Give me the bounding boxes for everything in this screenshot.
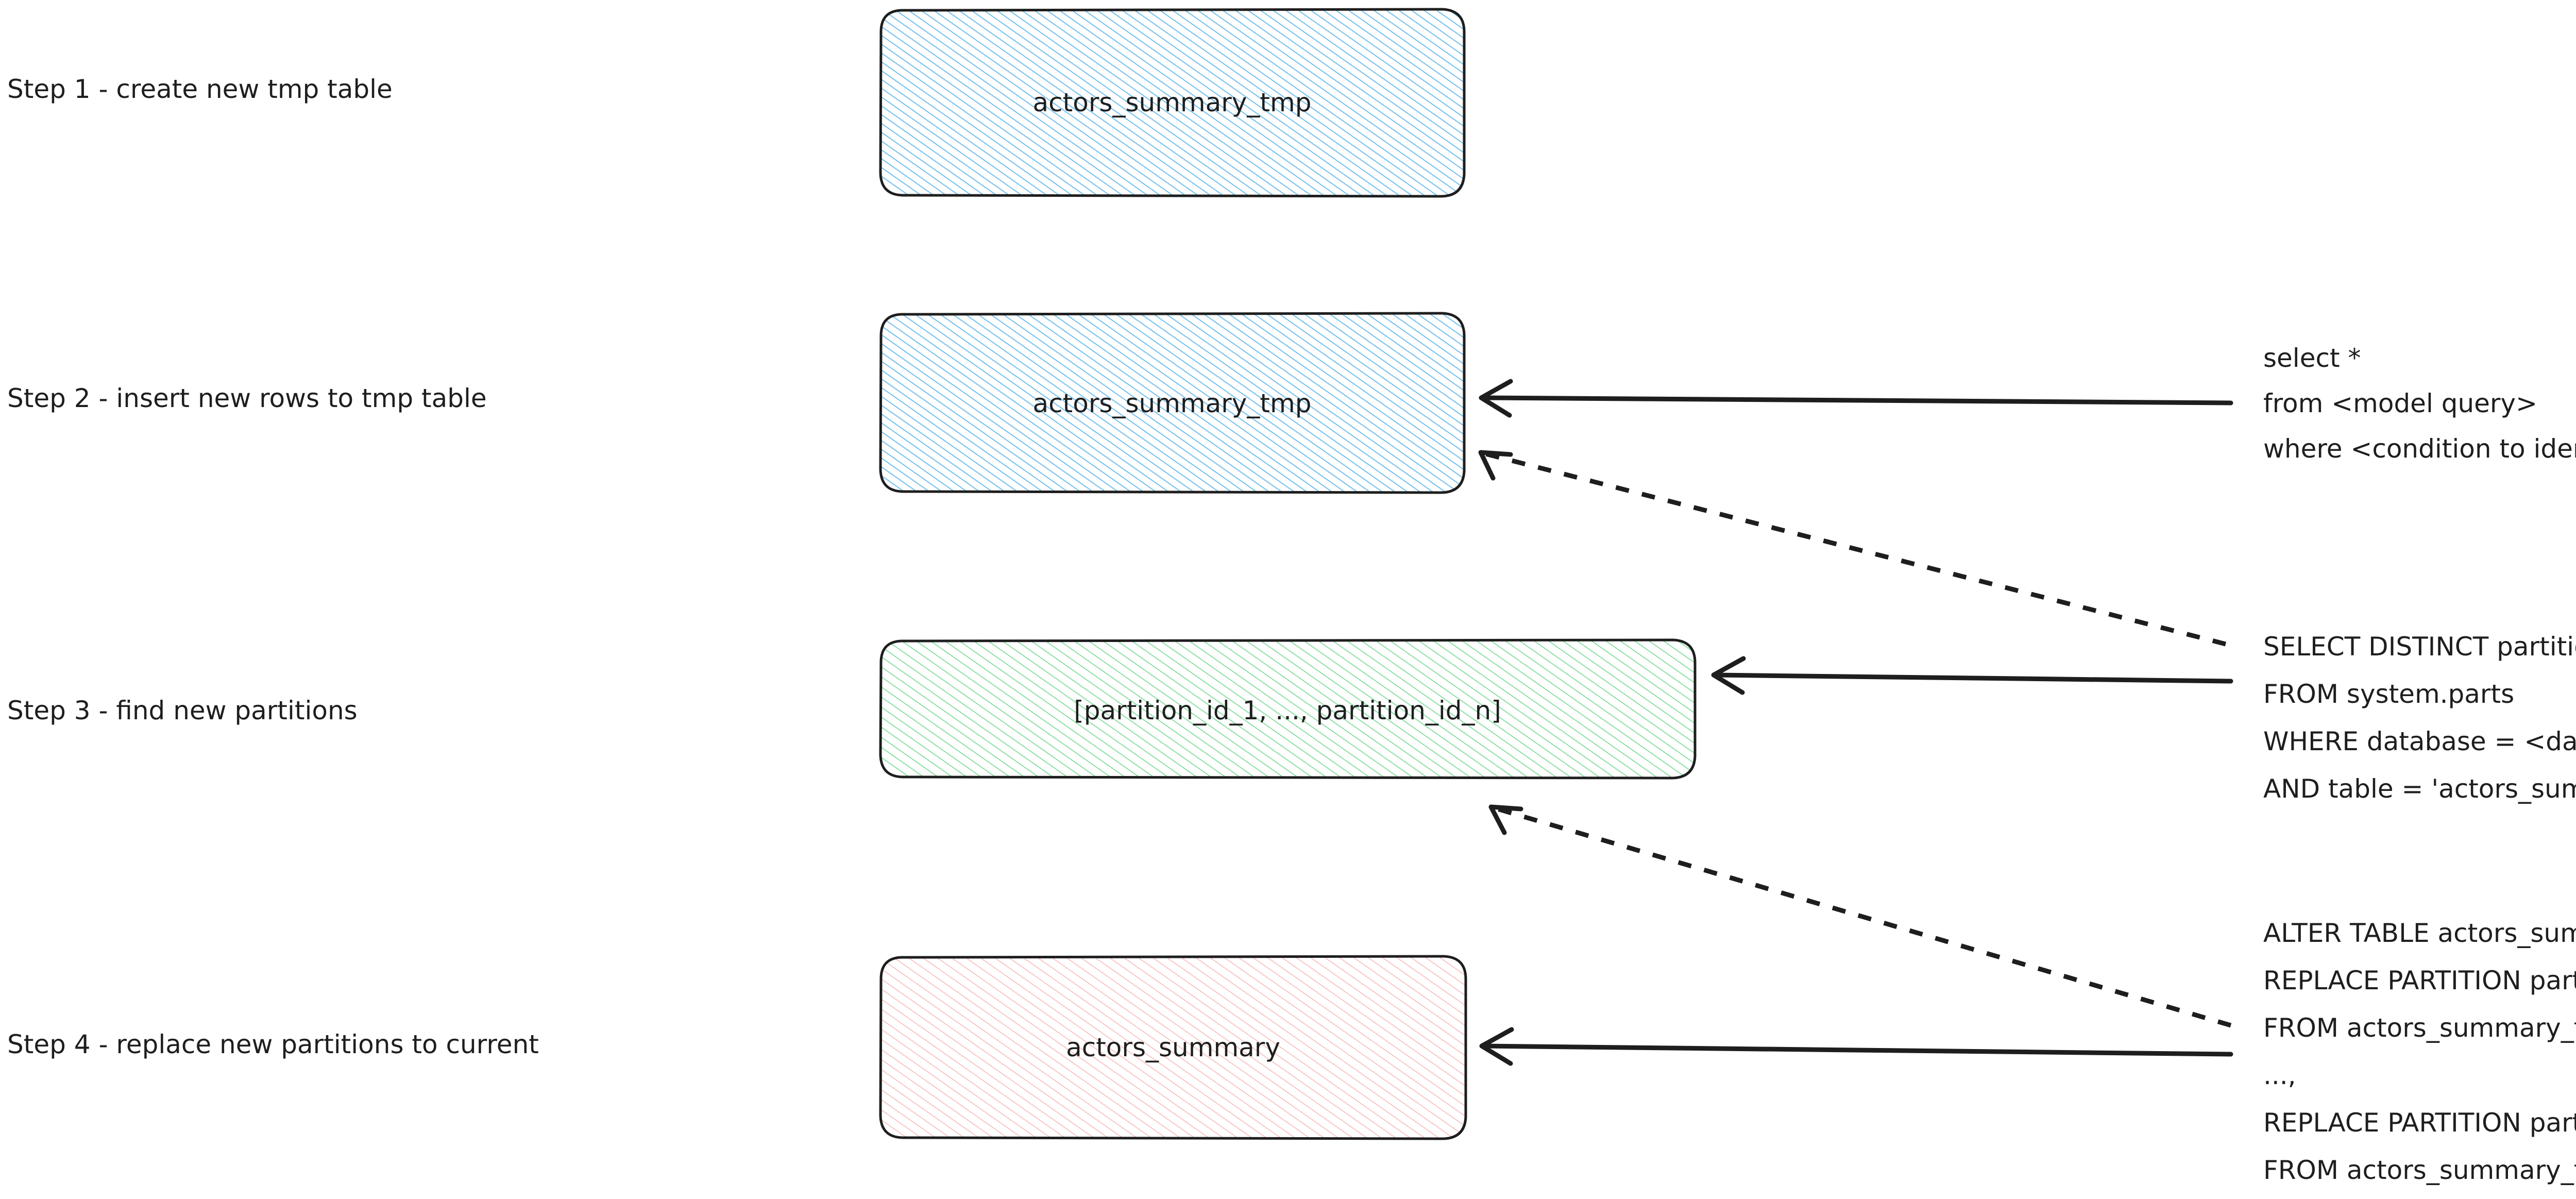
sql-step4-line-5: REPLACE PARTITION partition_id_n [2263, 1108, 2576, 1138]
node4-label: actors_summary [1066, 1033, 1280, 1062]
node-actors-summary[interactable]: actors_summary [879, 955, 1467, 1140]
sql-step4-line-2: REPLACE PARTITION partition_id_1 [2263, 966, 2576, 995]
node2-outline [879, 312, 1466, 494]
sql-step4-line-4: ..., [2263, 1060, 2296, 1090]
sql-step3-line-1: SELECT DISTINCT partition_id [2263, 632, 2576, 662]
connector-sql2-to-node2 [1479, 379, 2233, 418]
step-label-2: Step 2 - insert new rows to tmp table [7, 383, 487, 413]
step-label-1: Step 1 - create new tmp table [7, 74, 393, 104]
node1-fill [880, 9, 1464, 196]
step-label-3: Step 3 - find new partitions [7, 696, 358, 725]
node1-outline [879, 8, 1466, 198]
sql-step3-line-3: WHERE database = <database> [2263, 727, 2576, 756]
node-actors-summary-tmp-step1[interactable]: actors_summary_tmp [879, 8, 1466, 198]
connector-sql3-to-node3 [1711, 656, 2233, 695]
node-partition-id-list[interactable]: [partition_id_1, ..., partition_id_n] [879, 638, 1697, 780]
connector-sql4-to-node4 [1479, 1027, 2233, 1066]
sql-step2-line-3: where <condition to identify new> [2263, 434, 2576, 464]
node4-outline [879, 955, 1467, 1140]
sql-block-step2: select * from <model query> where <condi… [2263, 343, 2576, 464]
node3-outline [879, 638, 1697, 780]
node2-fill [880, 313, 1464, 493]
sql-block-step3: SELECT DISTINCT partition_id FROM system… [2263, 632, 2576, 804]
sql-step2-line-2: from <model query> [2263, 389, 2537, 418]
sql-step4-line-1: ALTER TABLE actors_summary [2263, 918, 2576, 948]
sql-step4-line-3: FROM actors_summary_tmp, [2263, 1013, 2576, 1043]
sql-block-step4: ALTER TABLE actors_summary REPLACE PARTI… [2263, 918, 2576, 1185]
sql-step2-line-1: select * [2263, 343, 2361, 373]
node4-fill [880, 956, 1466, 1139]
node2-label: actors_summary_tmp [1033, 389, 1312, 418]
step-label-4: Step 4 - replace new partitions to curre… [7, 1029, 539, 1059]
sql-step4-line-6: FROM actors_summary_tmp, [2263, 1155, 2576, 1185]
node3-fill [880, 640, 1695, 778]
node3-label: [partition_id_1, ..., partition_id_n] [1074, 696, 1501, 725]
sql-step3-line-2: FROM system.parts [2263, 679, 2514, 709]
connector-sql4-to-node3 [1488, 804, 2232, 1028]
connector-sql3-to-node2 [1478, 450, 2227, 647]
sql-step3-line-4: AND table = 'actors_summary_tmp' [2263, 774, 2576, 804]
node1-label: actors_summary_tmp [1033, 88, 1312, 117]
node-actors-summary-tmp-step2[interactable]: actors_summary_tmp [879, 312, 1466, 494]
